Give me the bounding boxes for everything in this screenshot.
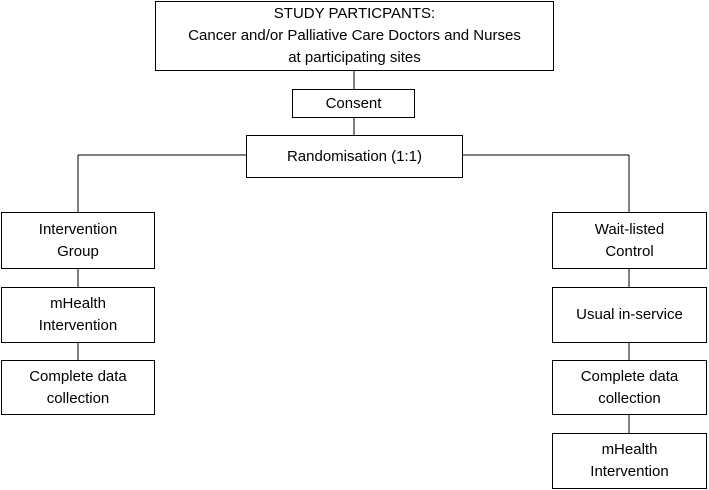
intervention-mhealth-box: mHealth Intervention xyxy=(1,287,155,343)
randomisation-label: Randomisation (1:1) xyxy=(286,147,423,165)
usual-in-service-label: Usual in-service xyxy=(576,306,683,323)
participants-box: STUDY PARTICPANTS: Cancer and/or Palliat… xyxy=(155,1,554,71)
intervention-mhealth-line-1: mHealth xyxy=(50,295,106,312)
intervention-mhealth-line-2: Intervention xyxy=(38,317,118,334)
control-group-box: Wait-listed Control xyxy=(552,212,707,269)
participants-line-2: Cancer and/or Palliative Care Doctors an… xyxy=(188,27,521,44)
intervention-data-collection-box: Complete data collection xyxy=(1,360,155,415)
intervention-group-line-2: Group xyxy=(57,242,99,260)
control-mhealth-line-2: Intervention xyxy=(590,463,669,480)
control-data-line-2: collection xyxy=(598,389,661,407)
control-group-line-1: Wait-listed xyxy=(594,220,665,238)
consent-box: Consent xyxy=(292,89,415,118)
control-mhealth-line-1: mHealth xyxy=(601,441,658,458)
consent-label: Consent xyxy=(325,94,382,112)
control-data-line-1: Complete data xyxy=(580,367,679,385)
intervention-group-line-1: Intervention xyxy=(38,220,118,238)
intervention-group-box: Intervention Group xyxy=(1,212,155,269)
participants-line-1: STUDY PARTICPANTS: xyxy=(273,5,436,22)
control-group-line-2: Control xyxy=(605,242,654,260)
usual-in-service-box: Usual in-service xyxy=(552,287,707,343)
randomisation-box: Randomisation (1:1) xyxy=(246,135,463,178)
participants-line-3: at participating sites xyxy=(288,49,421,66)
control-mhealth-box: mHealth Intervention xyxy=(552,433,707,489)
intervention-data-line-1: Complete data xyxy=(29,367,127,385)
control-data-collection-box: Complete data collection xyxy=(552,360,707,415)
intervention-data-line-2: collection xyxy=(46,389,110,407)
